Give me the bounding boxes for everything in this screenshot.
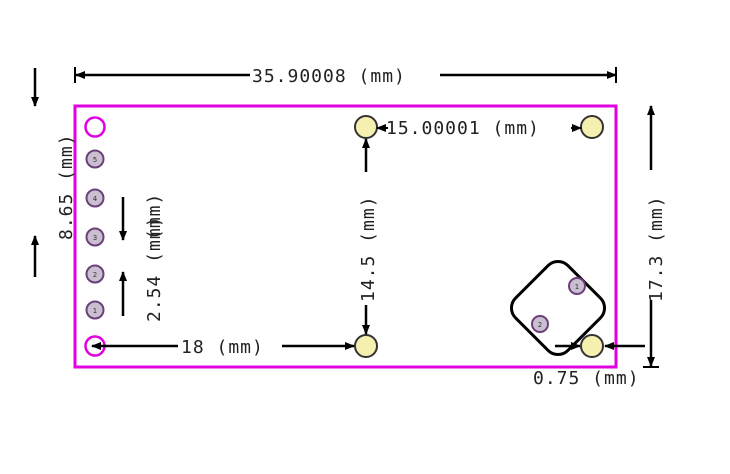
header-pin-number: 2	[93, 271, 97, 279]
vertical-spacing-label: 14.5 (mm)	[358, 195, 379, 302]
header-pin: 2	[85, 264, 105, 284]
sensor-pin-number: 1	[575, 283, 579, 291]
mounting-pad-bottom-middle	[354, 334, 378, 358]
header-pin: 5	[85, 149, 105, 169]
header-pin: 1	[85, 300, 105, 320]
mounting-pad-top-middle	[354, 115, 378, 139]
sensor-pin: 2	[531, 315, 549, 333]
mounting-hole-top-left	[84, 116, 106, 138]
board-outline	[73, 104, 618, 369]
header-pin: 4	[85, 188, 105, 208]
mounting-pad-bottom-right	[580, 334, 604, 358]
top-spacing-label: 15.00001 (mm)	[386, 118, 540, 139]
horizontal-spacing-label: 18 (mm)	[181, 337, 264, 358]
hole-offset-label: 0.75 (mm)	[533, 368, 640, 389]
overall-width-label: 35.90008 (mm)	[252, 66, 406, 87]
left-offset-label: 8.65 (mm)	[56, 133, 77, 240]
header-pin-number: 4	[93, 195, 98, 203]
pin-pitch-label: 2.54 (mm)	[144, 215, 165, 322]
mounting-pad-top-right	[580, 115, 604, 139]
right-height-label: 17.3 (mm)	[646, 195, 667, 302]
header-pin-number: 1	[93, 307, 97, 315]
sensor-pin-number: 2	[538, 321, 542, 329]
header-pin-number: 3	[93, 234, 97, 242]
pin-pitch-label-top: (mm)	[144, 193, 165, 240]
sensor-pin: 1	[568, 277, 586, 295]
header-pin: 3	[85, 227, 105, 247]
header-pin-number: 5	[93, 156, 97, 164]
